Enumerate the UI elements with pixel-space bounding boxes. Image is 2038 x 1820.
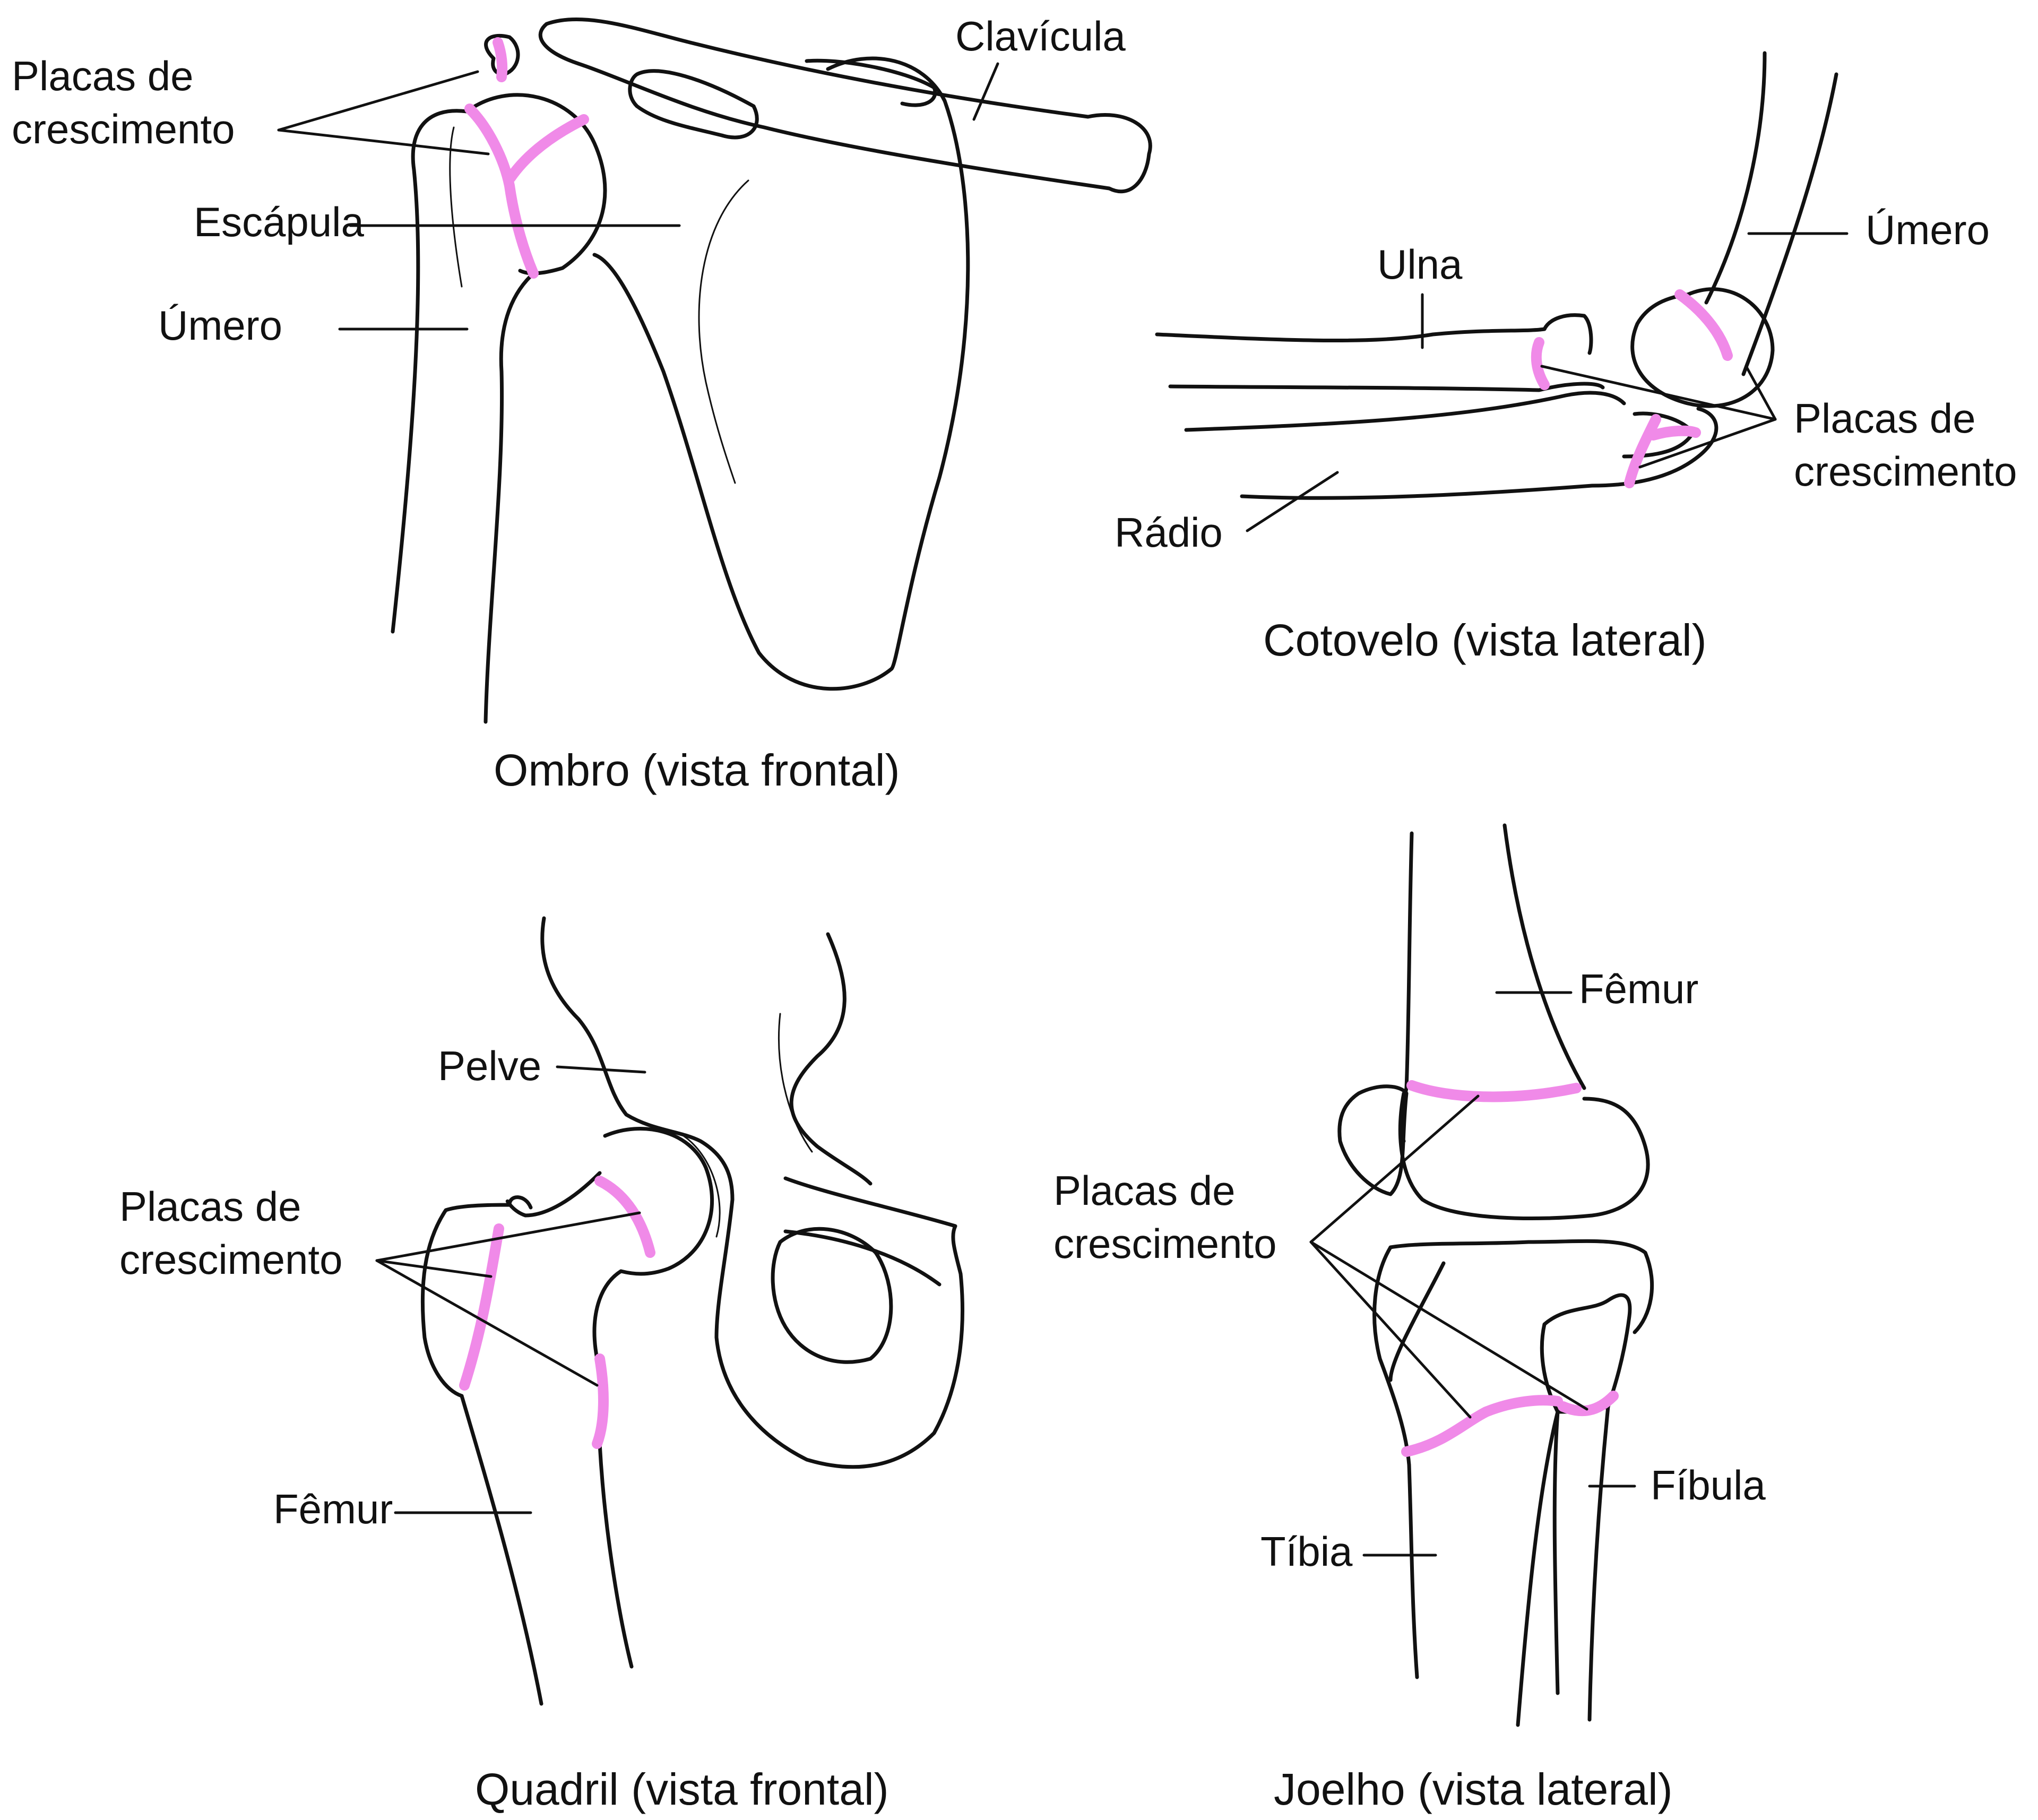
- hip-femur-label: Fêmur: [273, 1486, 393, 1532]
- fibula-head: [1540, 1293, 1632, 1414]
- knee-plates-label-line1: Placas de: [1053, 1167, 1236, 1214]
- ulna-label: Ulna: [1377, 241, 1463, 288]
- hip-caption: Quadril (vista frontal): [475, 1764, 889, 1814]
- knee-plates-label-line2: crescimento: [1053, 1220, 1276, 1267]
- tibia-shaft-back: [1516, 1410, 1560, 1727]
- humerus-shadow-line: [449, 126, 463, 288]
- femur-shaft-inner: [598, 1442, 634, 1669]
- clavicle-leader: [972, 62, 999, 121]
- lesser-trochanter-knob: [507, 1195, 533, 1210]
- clavicle-label: Clavícula: [955, 13, 1126, 59]
- hip-plates-label-line2: crescimento: [119, 1236, 342, 1283]
- elbow-radius-growth-plate: [1624, 414, 1701, 488]
- tibia-tuberosity: [1372, 1245, 1411, 1467]
- hip-plate-leader-3: [375, 1259, 599, 1387]
- tibia-shaft-front: [1407, 1463, 1419, 1679]
- elbow-plates-label-line2: crescimento: [1794, 448, 2017, 495]
- acetabulum-rim: [678, 1132, 721, 1238]
- clavicle-bone: [538, 17, 1152, 194]
- shoulder-humerus-label: Úmero: [158, 302, 282, 349]
- clavicle-growth-plate: [493, 37, 508, 82]
- scapula-label: Escápula: [194, 199, 364, 245]
- knee-femur-label: Fêmur: [1579, 965, 1698, 1012]
- hip-panel: Pelve Placas de crescimento Fêmur Quadri…: [119, 916, 964, 1814]
- shoulder-growth-plate: [464, 103, 539, 279]
- fibula-shaft-front: [1552, 1410, 1560, 1695]
- hip-plate-leader-2: [375, 1259, 493, 1278]
- proximal-fibula-growth-plate: [1558, 1391, 1619, 1417]
- elbow-humerus-label: Úmero: [1866, 206, 1990, 253]
- pelvis-lower-body: [714, 1176, 964, 1469]
- proximal-tibia-growth-plate: [1401, 1395, 1563, 1457]
- greater-trochanter-growth-plate: [459, 1223, 504, 1391]
- knee-femur-back: [1502, 823, 1586, 1090]
- humerus-condyle: [1630, 287, 1775, 408]
- tibia-inner-line: [1388, 1261, 1446, 1382]
- shoulder-plates-label-line1: Placas de: [12, 53, 194, 99]
- obturator-foramen: [771, 1227, 893, 1364]
- elbow-plate-leader-1: [1540, 365, 1777, 421]
- ulna-olecranon: [1542, 313, 1593, 355]
- elbow-humerus-back: [1741, 72, 1838, 376]
- femoral-head-growth-plate: [594, 1176, 655, 1258]
- elbow-humerus-growth-plate: [1674, 289, 1733, 361]
- radius-leader: [1246, 471, 1339, 532]
- knee-panel: Fêmur Placas de crescimento Fíbula Tíbia…: [1053, 823, 1766, 1814]
- shoulder-panel: Clavícula Placas de crescimento Escápula…: [12, 13, 1152, 795]
- femoral-condyle: [1398, 1091, 1650, 1221]
- shoulder-plate-leader-2: [277, 128, 490, 156]
- knee-caption: Joelho (vista lateral): [1274, 1764, 1673, 1814]
- pelvis-leader: [556, 1065, 646, 1074]
- ulna-bone: [1155, 327, 1547, 343]
- lesser-trochanter-growth-plate: [592, 1353, 609, 1449]
- scapula-bone: [592, 56, 970, 691]
- tibial-plateau: [1388, 1239, 1654, 1334]
- pelvis-iliac-right: [789, 932, 873, 1186]
- shoulder-caption: Ombro (vista frontal): [494, 745, 900, 795]
- greater-trochanter: [420, 1171, 602, 1398]
- knee-plate-leader-3: [1309, 1240, 1588, 1411]
- distal-femur-growth-plate: [1406, 1080, 1582, 1102]
- elbow-plate-leader-3: [1638, 418, 1777, 469]
- elbow-caption: Cotovelo (vista lateral): [1263, 615, 1707, 665]
- femur-shaft-outer: [460, 1394, 543, 1706]
- scapula-spine-line: [698, 179, 749, 484]
- patella: [1337, 1084, 1409, 1196]
- shoulder-plates-label-line2: crescimento: [12, 106, 235, 152]
- coracoid-process: [805, 58, 937, 107]
- fibula-shaft-back: [1587, 1404, 1610, 1722]
- humerus-shaft-inner: [483, 274, 533, 724]
- pubic-line: [783, 1229, 942, 1287]
- ulna-lower-edge: [1168, 382, 1605, 392]
- radius-lower-edge: [1240, 407, 1719, 500]
- humeral-head: [465, 93, 607, 275]
- hip-plate-leader-1: [375, 1211, 641, 1262]
- elbow-plates-label-line1: Placas de: [1794, 395, 1976, 442]
- elbow-panel: Ulna Úmero Placas de crescimento Rádio C…: [1115, 51, 2017, 665]
- hip-plates-label-line1: Placas de: [119, 1183, 301, 1230]
- clavicle-end-knob: [484, 33, 520, 76]
- pelvis-label: Pelve: [438, 1042, 541, 1089]
- shoulder-growth-plate-branch: [505, 114, 589, 183]
- elbow-humerus-front: [1704, 51, 1767, 305]
- radius-upper-edge: [1184, 391, 1626, 432]
- fibula-label: Fíbula: [1651, 1462, 1766, 1508]
- pelvis-inner-line: [778, 1013, 813, 1153]
- pelvis-outline: [540, 916, 735, 1202]
- radius-label: Rádio: [1115, 509, 1223, 556]
- tibia-label: Tíbia: [1260, 1528, 1353, 1575]
- humerus-shaft: [391, 109, 469, 634]
- elbow-ulna-growth-plate: [1531, 337, 1550, 390]
- elbow-plate-leader-2: [1745, 365, 1777, 421]
- knee-plate-leader-1: [1309, 1094, 1480, 1244]
- acromion-process: [628, 69, 759, 140]
- femoral-head: [603, 1127, 714, 1276]
- shoulder-plate-leader-1: [277, 70, 479, 132]
- knee-plate-leader-2: [1309, 1240, 1472, 1419]
